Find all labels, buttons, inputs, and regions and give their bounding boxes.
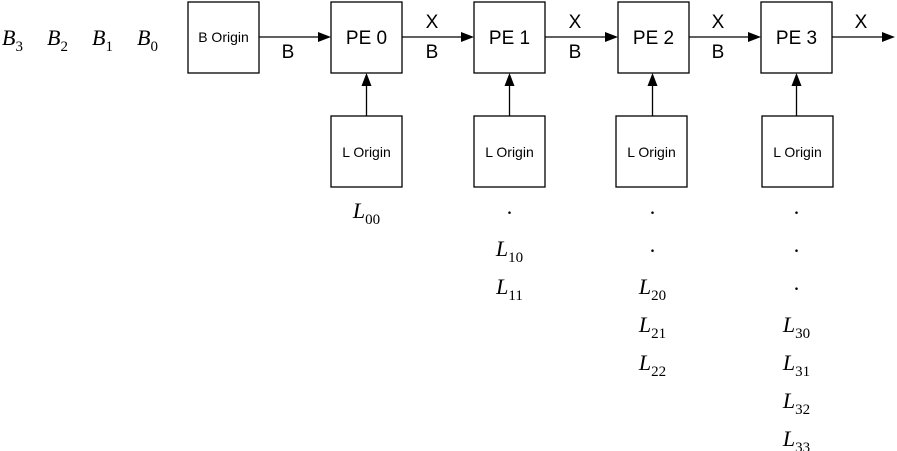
pe-node-0: PE 0 <box>330 1 403 74</box>
pe-box-3 <box>760 1 833 74</box>
l-column-1-entry: L11 <box>495 274 523 304</box>
l-origin-node-3: L Origin <box>761 115 834 188</box>
arrowhead-right-icon <box>461 32 474 42</box>
input-item-0: B3 <box>2 25 23 55</box>
edge-pe1-pe2 <box>545 32 618 42</box>
pe-label-2: PE 2 <box>633 28 674 49</box>
pe-node-2: PE 2 <box>617 1 690 74</box>
input-item-2: B1 <box>92 25 113 55</box>
edge-label-x-1: X <box>569 12 582 33</box>
b-origin-label: B Origin <box>198 29 249 45</box>
edge-label-b-in: B <box>282 42 295 63</box>
l-origin-label-3: L Origin <box>773 144 822 160</box>
pe-label-3: PE 3 <box>776 28 817 49</box>
l-column-3-entry: L31 <box>782 350 810 380</box>
l-column-3-ellipsis-dot: . <box>794 194 800 219</box>
pe-label-1: PE 1 <box>489 28 530 49</box>
edge-pe0-pe1 <box>402 32 474 42</box>
edge-lorigin0-pe0 <box>361 73 372 116</box>
edge-label-b-1: B <box>569 42 582 63</box>
pe-node-1: PE 1 <box>473 1 546 74</box>
edge-label-b-0: B <box>426 42 439 63</box>
l-column-2-ellipsis-dot: . <box>650 194 656 219</box>
arrowhead-up-icon <box>504 73 515 86</box>
horizontal-edges <box>259 32 895 42</box>
l-column-3-entry: L30 <box>782 312 810 342</box>
l-column-3-ellipsis-dot: . <box>794 232 800 257</box>
edge-label-x-2: X <box>712 12 725 33</box>
l-origin-box-3 <box>761 115 834 188</box>
edge-lorigin3-pe3 <box>791 73 802 116</box>
l-column-2-entry: L21 <box>638 312 666 342</box>
arrowhead-right-icon <box>318 32 331 42</box>
edge-pe3-output <box>832 32 895 42</box>
l-origin-node-0: L Origin <box>330 115 403 188</box>
arrowhead-right-icon <box>882 32 895 42</box>
l-origin-row: L Origin L Origin L Origin L Origin <box>330 115 834 188</box>
edge-label-x-0: X <box>426 12 439 33</box>
edge-borigin-pe0 <box>259 32 331 42</box>
pe-box-2 <box>617 1 690 74</box>
arrowhead-up-icon <box>647 73 658 86</box>
l-column-2-entry: L22 <box>638 350 666 380</box>
edge-pe2-pe3 <box>689 32 761 42</box>
l-origin-node-2: L Origin <box>615 115 688 188</box>
input-stream: B3 B2 B1 B0 <box>2 25 158 55</box>
l-column-1-entry: L10 <box>495 236 523 266</box>
edge-lorigin2-pe2 <box>647 73 658 116</box>
l-column-3-ellipsis-dot: . <box>794 270 800 295</box>
input-item-3: B0 <box>137 25 158 55</box>
l-column-2-entry: L20 <box>638 274 666 304</box>
arrowhead-right-icon <box>748 32 761 42</box>
edge-label-x-out: X <box>855 12 868 33</box>
l-column-3-entry: L33 <box>782 426 810 451</box>
edge-lorigin1-pe1 <box>504 73 515 116</box>
pe-node-3: PE 3 <box>760 1 833 74</box>
arrowhead-up-icon <box>361 73 372 86</box>
l-origin-label-0: L Origin <box>342 144 391 160</box>
l-column-2-ellipsis-dot: . <box>650 232 656 257</box>
l-column-0-entry: L00 <box>352 198 380 228</box>
vertical-edges <box>361 73 802 116</box>
l-column-3-entry: L32 <box>782 388 810 418</box>
l-origin-box-0 <box>330 115 403 188</box>
input-item-1: B2 <box>47 25 68 55</box>
edge-labels: B X B X B X B X <box>282 12 868 63</box>
l-column-1-ellipsis-dot: . <box>507 194 513 219</box>
l-origin-label-2: L Origin <box>627 144 676 160</box>
pe-row: PE 0 PE 1 PE 2 PE 3 <box>330 1 833 74</box>
l-origin-box-2 <box>615 115 688 188</box>
arrowhead-up-icon <box>791 73 802 86</box>
l-origin-label-1: L Origin <box>485 144 534 160</box>
b-origin-node: B Origin <box>187 1 260 74</box>
pe-label-0: PE 0 <box>346 28 387 49</box>
pe-box-0 <box>330 1 403 74</box>
l-origin-node-1: L Origin <box>473 115 546 188</box>
edge-label-b-2: B <box>712 42 725 63</box>
b-origin-box <box>187 1 260 74</box>
arrowhead-right-icon <box>605 32 618 42</box>
